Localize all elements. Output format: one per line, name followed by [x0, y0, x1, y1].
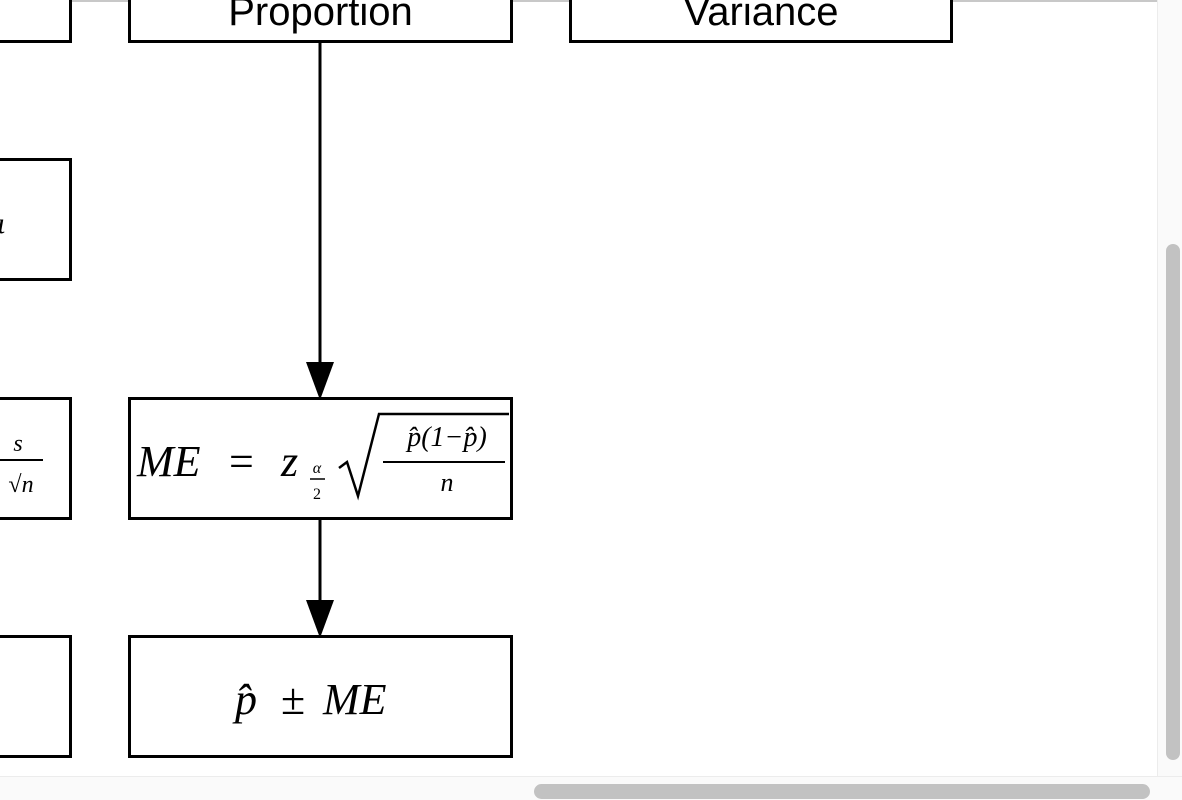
mean-middle-math: ι: [0, 207, 5, 240]
arrowhead-proportion-to-me: [306, 362, 334, 400]
svg-text:p̂(1−p̂): p̂(1−p̂): [405, 422, 487, 453]
horizontal-scrollbar-thumb[interactable]: [534, 784, 1150, 799]
mean-interval-node-partial: [0, 635, 72, 758]
svg-text:ME: ME: [322, 675, 387, 724]
svg-text:z: z: [280, 437, 298, 486]
mean-middle-node-partial: ι: [0, 158, 72, 281]
svg-text:√n: √n: [8, 472, 33, 498]
svg-text:p̂: p̂: [232, 675, 257, 724]
svg-text:s: s: [13, 431, 22, 457]
variance-title: Variance: [683, 0, 839, 34]
square-root-sign: [338, 412, 509, 501]
arrowhead-me-to-interval: [306, 600, 334, 638]
svg-text:2: 2: [313, 486, 321, 503]
svg-text:ι: ι: [0, 207, 5, 240]
proportion-interval-formula: p̂ ± ME: [232, 675, 387, 724]
mean-me-node-partial: s √n: [0, 397, 72, 520]
proportion-margin-of-error-node[interactable]: ME = z α 2 p̂(1−p̂) n: [128, 397, 513, 520]
mean-me-math: s √n: [0, 431, 43, 498]
proportion-title: Proportion: [228, 0, 413, 34]
variance-node[interactable]: Variance: [569, 0, 953, 43]
svg-text:n: n: [441, 468, 454, 497]
svg-text:ME: ME: [136, 437, 201, 486]
vertical-scrollbar-thumb[interactable]: [1166, 244, 1180, 760]
svg-text:=: =: [229, 437, 254, 486]
proportion-me-formula: ME = z α 2 p̂(1−p̂) n: [136, 412, 509, 503]
proportion-node[interactable]: Proportion: [128, 0, 513, 43]
svg-text:α: α: [313, 460, 322, 477]
proportion-interval-node[interactable]: p̂ ± ME: [128, 635, 513, 758]
svg-text:±: ±: [281, 675, 305, 724]
mean-top-node-partial: [0, 0, 72, 43]
